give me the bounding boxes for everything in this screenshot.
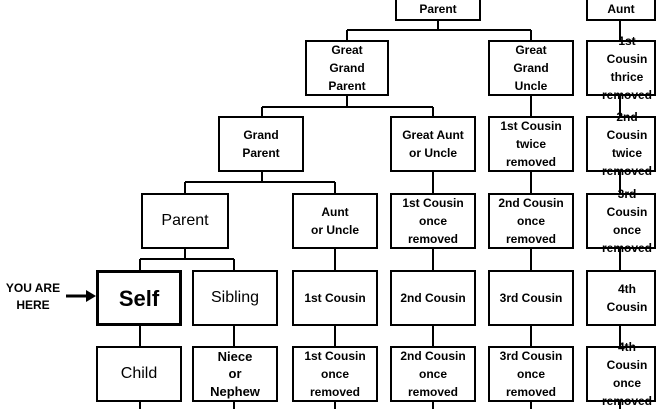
node-parent-top: Parent <box>395 0 481 21</box>
family-tree-diagram: YOU ARE HERE Parent Aunt Great Grand Par… <box>5 0 656 409</box>
node-second-cousin-twice-removed: 2nd Cousin twice removed <box>586 110 656 178</box>
node-first-cousin-once-removed-down: 1st Cousin once removed <box>292 346 378 402</box>
node-parent: Parent <box>141 193 229 249</box>
node-niece-or-nephew: Niece or Nephew <box>192 346 278 402</box>
node-sibling: Sibling <box>192 270 278 326</box>
node-great-grand-uncle: Great Grand Uncle <box>488 40 574 96</box>
arrow-head-icon <box>86 290 96 302</box>
node-great-aunt-or-uncle: Great Aunt or Uncle <box>390 116 476 172</box>
node-first-cousin-thrice-removed: 1st Cousin thrice removed <box>586 34 656 102</box>
node-first-cousin-once-removed-up: 1st Cousin once removed <box>390 193 476 249</box>
node-first-cousin: 1st Cousin <box>292 270 378 326</box>
node-aunt-or-uncle: Aunt or Uncle <box>292 193 378 249</box>
node-second-cousin: 2nd Cousin <box>390 270 476 326</box>
node-fourth-cousin-once-removed-down: 4th Cousin once removed <box>586 340 656 408</box>
node-third-cousin: 3rd Cousin <box>488 270 574 326</box>
node-second-cousin-once-removed-down: 2nd Cousin once removed <box>390 346 476 402</box>
node-first-cousin-twice-removed: 1st Cousin twice removed <box>488 116 574 172</box>
node-grand-parent: Grand Parent <box>218 116 304 172</box>
connector-lines <box>66 21 621 409</box>
node-great-grand-parent: Great Grand Parent <box>305 40 389 96</box>
node-third-cousin-once-removed-up: 3rd Cousin once removed <box>586 187 656 255</box>
node-fourth-cousin: 4th Cousin <box>586 270 656 326</box>
node-third-cousin-once-removed-down: 3rd Cousin once removed <box>488 346 574 402</box>
node-aunt-top: Aunt <box>586 0 656 21</box>
node-child: Child <box>96 346 182 402</box>
you-are-here-label: YOU ARE HERE <box>5 281 61 312</box>
node-self: Self <box>96 270 182 326</box>
node-second-cousin-once-removed-up: 2nd Cousin once removed <box>488 193 574 249</box>
